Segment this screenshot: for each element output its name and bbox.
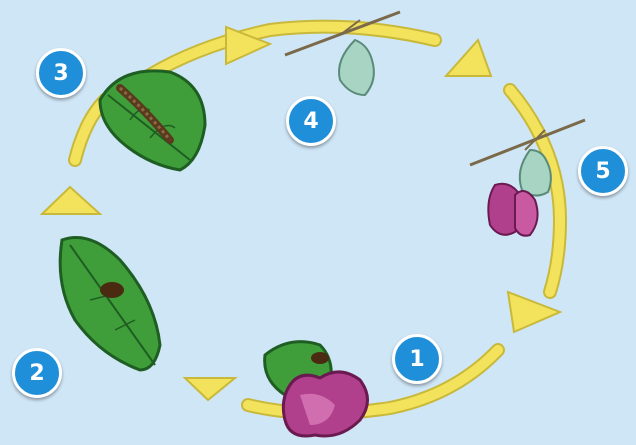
stage-badge-3: 3 (36, 48, 86, 98)
caterpillar-on-leaf-icon (100, 71, 205, 170)
flower-with-egg-leaf-icon (265, 342, 368, 436)
stage-badge-5: 5 (578, 146, 628, 196)
stage-badge-1: 1 (392, 334, 442, 384)
butterfly-emerging-icon (470, 120, 585, 236)
arrow-triangle-icon (42, 187, 100, 214)
stage-badge-4: 4 (286, 96, 336, 146)
arrow-triangle-icon (185, 378, 235, 400)
stage-badge-2: 2 (12, 348, 62, 398)
arrow-triangle-icon (446, 40, 491, 76)
leaf-with-eggs-icon (60, 238, 160, 371)
